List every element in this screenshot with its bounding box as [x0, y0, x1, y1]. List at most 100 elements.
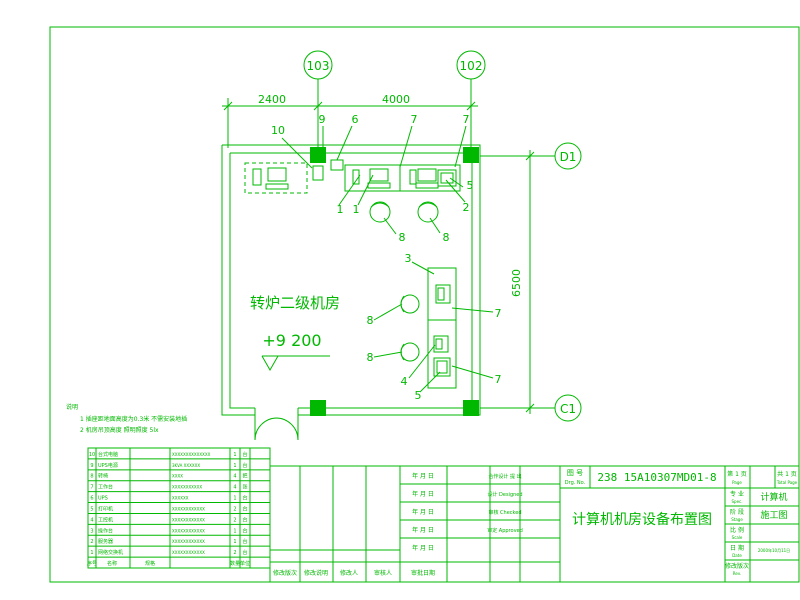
axis-bubble-103: 103: [303, 50, 333, 152]
drawing-title: 计算机机房设备布置图: [572, 511, 712, 528]
callout-1-a: 1: [337, 203, 344, 216]
equipment-row-no: 1: [90, 550, 93, 556]
axis-bubble-102: 102: [456, 50, 486, 152]
equipment-row-spec: XXXXXXXXXXXX: [172, 550, 205, 555]
equipment-header-qty: 数量: [230, 560, 240, 567]
desk-row-top: [344, 164, 461, 192]
equipment-row-no: 9: [90, 463, 93, 469]
chair-top-1: [369, 201, 391, 223]
page-label: 第 1 页: [727, 470, 747, 478]
drawing-number: 238 15A10307MD01-8: [597, 471, 716, 484]
title-block-date-rows: 年 月 日年 月 日年 月 日年 月 日年 月 日: [412, 472, 434, 552]
equipment-row-qty: 2: [233, 517, 236, 523]
bottom-row-label: 审核人: [374, 569, 392, 577]
bottom-row-label: 修改人: [340, 569, 358, 577]
title-block: 图 号 Drg. No. 238 15A10307MD01-8 计算机机房设备布…: [269, 465, 800, 583]
equipment-header-spec: 规格: [145, 560, 155, 567]
dimension-4000: 4000: [382, 93, 410, 106]
drawing-number-label: 图 号: [567, 469, 583, 477]
equipment-row-unit: 台: [242, 549, 247, 556]
date-row-label: 年 月 日: [412, 490, 434, 498]
equipment-row-name: UPS: [98, 496, 108, 502]
callout-7-mid: 7: [495, 307, 502, 320]
column-102-d1: [463, 147, 479, 163]
page-en: Page: [732, 480, 742, 485]
drawing-number-en: Drg. No.: [565, 480, 586, 486]
equipment-row-no: 2: [90, 539, 93, 545]
date-row-label: 年 月 日: [412, 472, 434, 480]
stage-label: 阶 段: [730, 508, 744, 516]
sign-row-label: 合作设计 提 出: [488, 473, 521, 480]
bottom-row-label: 修改说明: [304, 569, 328, 577]
column-102-c1: [463, 400, 479, 416]
equipment-row-no: 6: [90, 496, 93, 502]
equipment-row-no: 10: [89, 452, 95, 458]
equipment-row-name: 转椅: [98, 473, 108, 480]
equipment-row-qty: 4: [233, 474, 236, 480]
stage-en: Stage: [731, 517, 743, 522]
notes-line-2: 2 机房吊顶高度 照明照度 5lx: [80, 426, 159, 434]
equipment-row-qty: 1: [233, 496, 236, 502]
equipment-row-no: 8: [90, 474, 93, 480]
equipment-row-spec: XXXXXXXXXXXX: [172, 517, 205, 522]
equipment-row-name: 工控机: [98, 516, 113, 523]
callout-8-a: 8: [399, 231, 406, 244]
specialty-en: Spec.: [731, 499, 742, 504]
total-label: 共 1 页: [777, 470, 797, 478]
equipment-row-name: 服务器: [98, 538, 113, 545]
sign-row-label: 审核 Checked: [488, 509, 521, 516]
equipment-row-no: 7: [90, 485, 93, 491]
callout-7-top-b: 7: [463, 113, 470, 126]
equipment-row-unit: 台: [242, 516, 247, 523]
equipment-row-name: 打印机: [98, 505, 113, 512]
equipment-row-unit: 台: [242, 505, 247, 512]
ups-box-9: [312, 165, 324, 181]
equipment-row-unit: 把: [242, 473, 247, 480]
dimension-top: 2400 4000: [222, 93, 478, 148]
equipment-row-unit: 台: [242, 462, 247, 469]
callout-1-b: 1: [353, 203, 360, 216]
axis-bubble-d1: D1: [480, 142, 582, 170]
revision-en: Rev.: [733, 571, 741, 576]
scale-label: 比 例: [730, 526, 744, 534]
drawing-border: [49, 26, 800, 583]
column-103-d1: [310, 147, 326, 163]
stage-value: 施工图: [760, 509, 787, 521]
equipment-row-name: 操作台: [98, 527, 113, 534]
callout-5-top: 5: [467, 179, 474, 192]
equipment-row-qty: 1: [233, 463, 236, 469]
total-en: Total Page: [776, 480, 798, 485]
equipment-header-unit: 单位: [240, 560, 250, 567]
equipment-row-qty: 1: [233, 528, 236, 534]
room-name: 转炉二级机房: [250, 294, 340, 312]
callout-3: 3: [405, 252, 412, 265]
equipment-row-qty: 2: [233, 506, 236, 512]
sign-row-label: 审定 Approved: [487, 527, 523, 534]
callout-2: 2: [463, 201, 470, 214]
specialty-value: 计算机: [760, 491, 787, 503]
equipment-header-name: 名称: [107, 560, 117, 567]
equipment-row-name: 台式电脑: [98, 451, 118, 458]
bottom-row-label: 审批日期: [411, 569, 435, 577]
equipment-row-qty: 1: [233, 452, 236, 458]
room-walls: [221, 144, 481, 441]
sign-row-label: 设计 Designed: [487, 491, 522, 498]
axis-label-103: 103: [307, 59, 330, 73]
notes-heading: 说明: [66, 403, 78, 411]
axis-label-102: 102: [460, 59, 483, 73]
date-row-label: 年 月 日: [412, 526, 434, 534]
title-block-sign-rows: 合作设计 提 出设计 Designed 审核 Checked 审定 Approved: [487, 473, 523, 534]
revision-label: 修改版次: [725, 562, 749, 570]
equipment-row-qty: 1: [233, 539, 236, 545]
equipment-row-unit: 台: [242, 527, 247, 534]
equipment-row-spec: XXXXXXXXXXXX: [172, 528, 205, 533]
equipment-row-unit: 台: [242, 495, 247, 502]
equipment-row-qty: 4: [233, 485, 236, 491]
date-row-label: 年 月 日: [412, 508, 434, 516]
axis-label-d1: D1: [560, 150, 577, 164]
desk-item-10: [244, 162, 308, 194]
leader-lines: [281, 125, 494, 393]
date-value: 2000年10月11日: [758, 547, 790, 553]
equipment-row-no: 5: [90, 506, 93, 512]
